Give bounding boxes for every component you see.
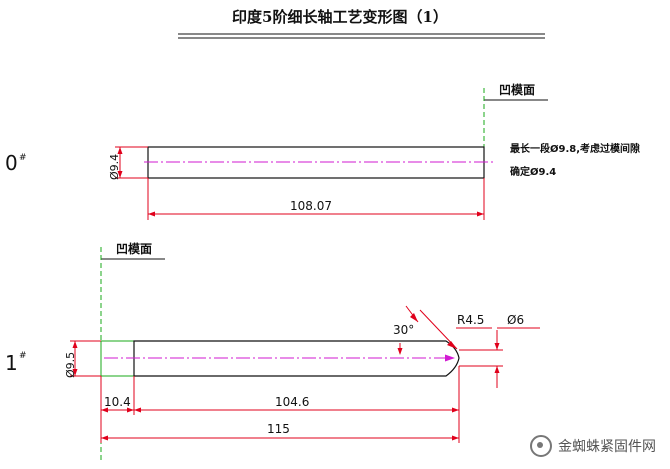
- step1-angle-arrow-top: [410, 313, 418, 322]
- step0-note-line2: 确定Ø9.4: [510, 165, 556, 178]
- step1-dim-left-arrow-r: [127, 407, 134, 413]
- step0-dia-label: Ø9.4: [108, 154, 121, 180]
- step0-dia-arrow-top: [117, 147, 123, 154]
- step1-radius-arrow: [447, 341, 457, 349]
- watermark-logo-icon: [530, 435, 552, 457]
- step1-end-dia-arrow-top: [494, 343, 500, 350]
- step1-die-label: 凹模面: [116, 241, 152, 256]
- step1-dia-arrow-bottom: [72, 369, 78, 376]
- step1-dim-mid-label: 104.6: [275, 395, 309, 409]
- step0-len-arrow-left: [148, 211, 155, 217]
- step1-radius-label: R4.5: [457, 313, 484, 327]
- step1-angle-arrow-bottom: [397, 348, 403, 355]
- step0-label-mark: #: [19, 153, 27, 163]
- step0-len-arrow-right: [477, 211, 484, 217]
- step1-label-mark: #: [19, 351, 27, 361]
- page-title: 印度5阶细长轴工艺变形图（1）: [232, 8, 448, 26]
- step0-die-label: 凹模面: [499, 82, 535, 97]
- step1-dim-total-arrow-r: [452, 435, 459, 441]
- step1-end-dia-arrow-bottom: [494, 366, 500, 373]
- step1-dim-mid-arrow-r: [452, 407, 459, 413]
- step1-dim-left-arrow-l: [101, 407, 108, 413]
- step0-dia-arrow-bottom: [117, 171, 123, 178]
- step1-dia-label: Ø9.5: [64, 352, 77, 378]
- step1-angle-label: 30°: [393, 323, 414, 337]
- step1-centerline-arrow: [445, 354, 455, 362]
- step1-dim-left-label: 10.4: [104, 395, 131, 409]
- step0-label: 0: [5, 151, 18, 175]
- step0-length-label: 108.07: [290, 199, 332, 213]
- step1-label: 1: [5, 351, 18, 375]
- step1-end-dia-label: Ø6: [507, 313, 524, 327]
- step1-dia-arrow-top: [72, 341, 78, 348]
- step1-dim-mid-arrow-l: [134, 407, 141, 413]
- step1-dim-total-label: 115: [267, 422, 290, 436]
- step1-dim-total-arrow-l: [101, 435, 108, 441]
- watermark: 金蜘蛛紧固件网: [530, 435, 656, 457]
- watermark-text: 金蜘蛛紧固件网: [558, 439, 656, 455]
- step0-note-line1: 最长一段Ø9.8,考虑过模间隙: [510, 142, 640, 155]
